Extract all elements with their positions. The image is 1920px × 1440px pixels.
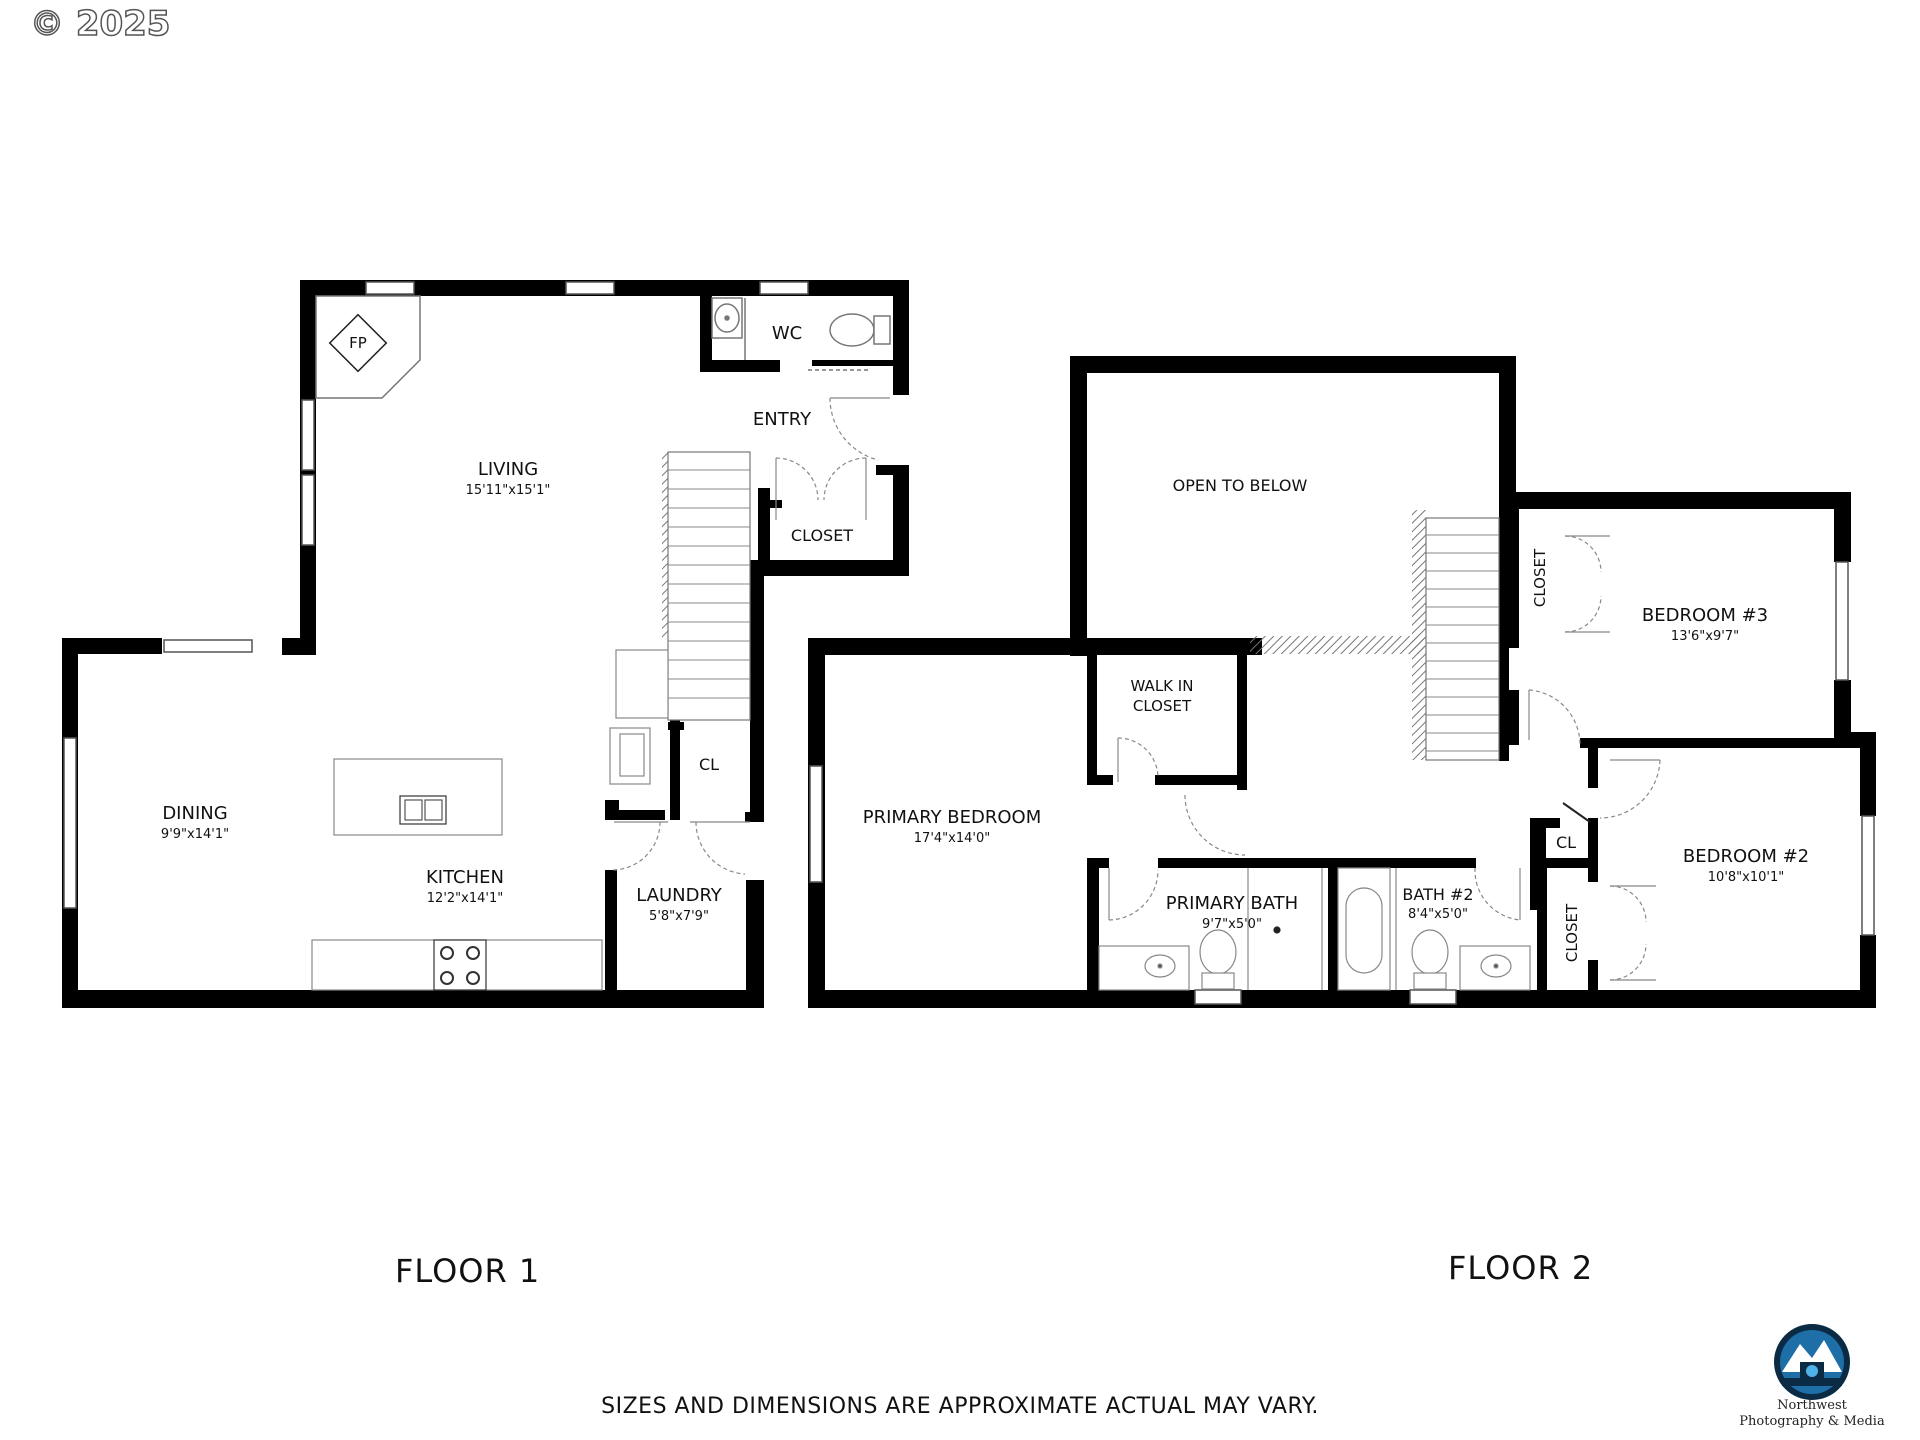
kitchen-fixtures [311, 649, 669, 991]
floor-1-doors [611, 397, 890, 875]
room-name-walk-in-1: WALK IN [1131, 677, 1194, 695]
room-dim-dining: 9'9"x14'1" [161, 827, 229, 842]
room-name-bedroom-3: BEDROOM #3 [1642, 605, 1768, 626]
disclaimer-text: SIZES AND DIMENSIONS ARE APPROXIMATE ACT… [601, 1394, 1319, 1419]
floor-2-label: FLOOR 2 [1448, 1249, 1594, 1287]
northwest-logo-icon [1774, 1324, 1850, 1400]
floor-1-plan: FP [62, 280, 909, 1008]
floor-1-windows [63, 281, 809, 909]
room-dim-bedroom-2: 10'8"x10'1" [1708, 870, 1784, 885]
floor-2-windows [809, 561, 1875, 1005]
floor-2-doors [1108, 535, 1661, 981]
room-name-wc: WC [772, 323, 802, 344]
room-dim-bedroom-3: 13'6"x9'7" [1671, 629, 1739, 644]
room-name-closet-b2: CLOSET [1563, 903, 1581, 962]
logo-line-2: Photography & Media [1739, 1414, 1885, 1429]
room-dim-living: 15'11"x15'1" [466, 483, 551, 498]
room-name-open-to-below: OPEN TO BELOW [1173, 476, 1308, 495]
fireplace-label: FP [349, 334, 367, 352]
floor-2-stairs [1250, 510, 1500, 761]
room-name-closet-b3: CLOSET [1531, 548, 1549, 607]
room-dim-primary-bath: 9'7"x5'0" [1202, 917, 1262, 932]
copyright-watermark: © 2025 [29, 3, 171, 45]
room-name-living: LIVING [478, 459, 538, 480]
bath-fixtures [1098, 867, 1531, 991]
room-dim-primary-bedroom: 17'4"x14'0" [914, 831, 990, 846]
room-dim-laundry: 5'8"x7'9" [649, 909, 709, 924]
wc-fixtures [711, 297, 891, 371]
room-name-entry: ENTRY [753, 409, 812, 430]
room-name-bedroom-2: BEDROOM #2 [1683, 846, 1809, 867]
room-name-cl-f2: CL [1556, 833, 1576, 852]
floor-2-plan: OPEN TO BELOW CLOSET BEDROOM #3 13'6"x9'… [808, 356, 1876, 1008]
room-dim-bath-2: 8'4"x5'0" [1408, 907, 1468, 922]
floor-1-room-labels: WC ENTRY LIVING 15'11"x15'1" CLOSET DINI… [161, 323, 853, 924]
room-name-walk-in-2: CLOSET [1133, 697, 1192, 715]
floor-1-stairs [662, 451, 751, 721]
room-name-primary-bath: PRIMARY BATH [1166, 893, 1298, 914]
room-name-closet-f1: CLOSET [791, 526, 853, 545]
fireplace: FP [315, 295, 421, 399]
room-name-kitchen: KITCHEN [426, 867, 504, 888]
logo-line-1: Northwest [1777, 1398, 1847, 1413]
room-name-primary-bedroom: PRIMARY BEDROOM [863, 807, 1042, 828]
room-name-dining: DINING [162, 803, 227, 824]
floor-1-label: FLOOR 1 [395, 1252, 541, 1290]
floor-2-walls [808, 356, 1876, 1008]
floor-1-walls [62, 280, 909, 1008]
room-name-laundry: LAUNDRY [636, 885, 723, 906]
room-dim-kitchen: 12'2"x14'1" [427, 891, 503, 906]
room-name-bath-2: BATH #2 [1402, 885, 1473, 904]
room-name-cl-f1: CL [699, 755, 719, 774]
floor-2-room-labels: OPEN TO BELOW CLOSET BEDROOM #3 13'6"x9'… [863, 476, 1809, 962]
